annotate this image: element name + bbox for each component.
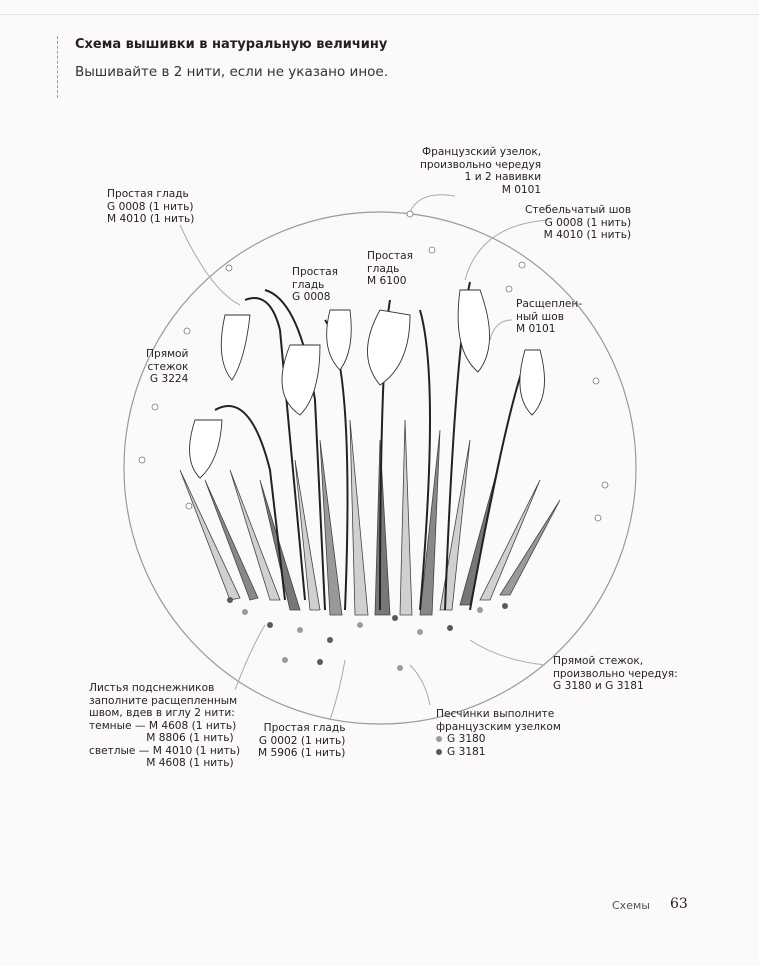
footer-section: Схемы [612, 899, 650, 912]
page-number: 63 [670, 896, 688, 912]
label-split-stitch: Расщеплен- ный шов М 0101 [516, 298, 583, 335]
label-stem-stitch: Стебельчатый шов G 0008 (1 нить) М 4010 … [525, 204, 632, 241]
light-dot-icon [436, 736, 442, 742]
leader-lines [179, 194, 549, 721]
dark-dot-icon [436, 749, 442, 755]
sand-legend-item: G 3181 [436, 746, 486, 759]
label-satin-left: Простая гладь G 0008 (1 нить) М 4010 (1 … [107, 188, 195, 225]
label-straight-right: Прямой стежок, произвольно чередуя: G 31… [553, 655, 678, 692]
flowers [189, 289, 545, 479]
header-rule [57, 36, 58, 98]
label-sand: Песчинки выполните французским узелком [436, 708, 561, 733]
label-leaves: Листья подснежников заполните расщепленн… [89, 682, 241, 769]
label-satin-m6100: Простая гладь М 6100 [367, 250, 414, 287]
page-title: Схема вышивки в натуральную величину [75, 37, 388, 52]
hoop-circle [123, 211, 637, 725]
french-knots [138, 210, 609, 522]
label-french-knot: Французский узелок, произвольно чередуя … [420, 146, 542, 196]
page-subtitle: Вышивайте в 2 нити, если не указано иное… [75, 64, 389, 80]
label-satin-g0008: Простая гладь G 0008 [292, 266, 339, 303]
label-straight-g3224: Прямой стежок G 3224 [146, 348, 189, 385]
sand-knots [227, 597, 508, 671]
leaves [179, 419, 561, 616]
label-satin-bottom: Простая гладь G 0002 (1 нить) М 5906 (1 … [258, 722, 346, 759]
sand-legend-item: G 3180 [436, 733, 486, 746]
page-top-edge [0, 0, 759, 15]
